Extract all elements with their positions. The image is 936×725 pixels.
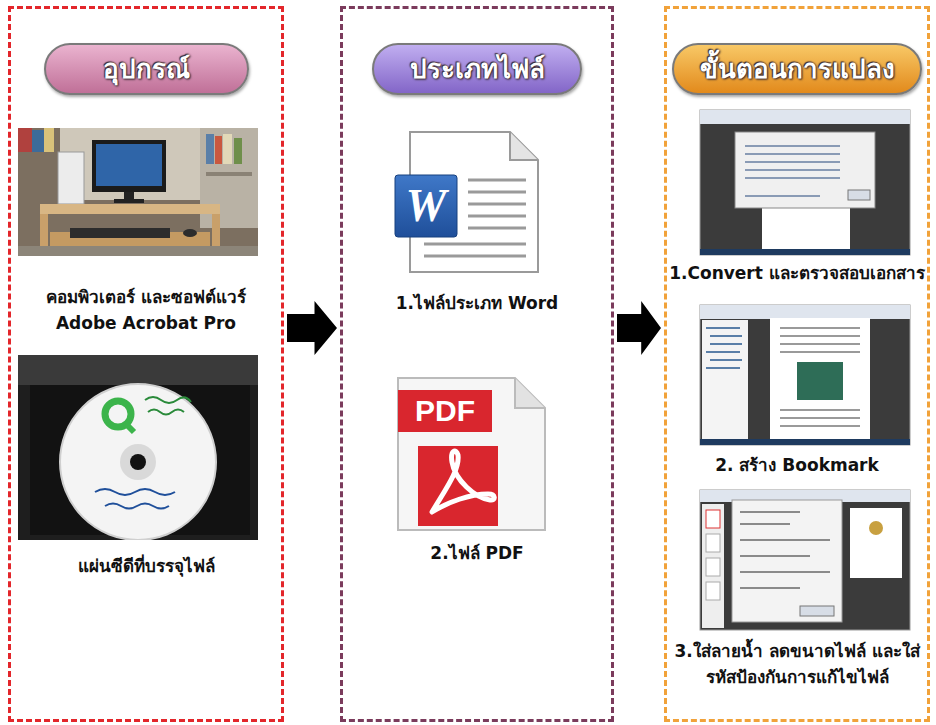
cd-photo [18,355,258,540]
icon-label: PDF [398,390,492,432]
screenshot [700,305,910,445]
heading-text: อุปกรณ์ [103,53,190,86]
heading-pill: ขั้นตอนการแปลง [672,43,922,95]
cd-disc [60,384,216,540]
page-picture [797,362,843,400]
caption-text: 3.ใส่ลายน้ำ ลดขนาดไฟล์ และใส่รหัสป้องกัน… [669,638,925,691]
thumbnail [706,582,720,600]
computer-tower [58,152,84,204]
book [223,134,232,164]
toolbar [700,110,910,124]
book [18,128,32,152]
screen [700,110,910,255]
book [206,134,214,164]
caption-text: 2.ไฟล์ PDF [357,540,597,566]
shelf-board [206,172,252,176]
word-tile [395,175,457,237]
caption-text: แผ่นซีดีที่บรรจุไฟล์ [28,553,264,579]
block-arrow [617,301,661,355]
dialog [735,132,875,208]
column-panel: 1.Convert และตรวจสอบเอกสาร 2. สร้าง Bookm… [664,6,930,722]
cd-logo [126,424,134,432]
dialog [732,500,842,622]
acrobat-symbol [432,451,494,512]
heading-pill: อุปกรณ์ [44,43,249,95]
logo-letter: W [395,178,457,234]
screenshot [700,490,910,630]
page-fold [515,378,545,408]
taskbar [700,249,910,255]
photo-ground [18,355,258,540]
thumbnail [706,510,720,528]
page-seal [869,521,883,535]
screenshot [700,110,910,255]
thumbnail [706,534,720,552]
page [770,318,870,443]
handwriting [148,410,184,415]
acrobat-tile [418,446,498,526]
mouse [183,229,197,237]
page [850,508,902,578]
handwriting [145,397,191,403]
taskbar [700,439,910,445]
book [234,138,242,164]
column-panel: คอมพิวเตอร์ และซอฟต์แวร์ Adobe Acrobat P… [8,6,284,722]
dialog-button [800,606,834,616]
keyboard [70,228,170,238]
caption-text: 2. สร้าง Bookmark [669,452,925,478]
photo-ground [18,128,258,256]
dialog-button [848,190,870,200]
cd-hole [130,454,146,470]
block-arrow [287,301,337,355]
pdf-band [398,390,492,432]
pdf-icon [398,378,545,530]
heading-text: ประเภทไฟล์ [410,53,545,86]
desk-top [40,204,220,214]
book [32,130,44,152]
thumbnail [706,558,720,576]
page-fold [510,132,538,160]
screen [700,490,910,630]
bookmark-panel [702,320,748,440]
cd-hub [120,444,156,480]
drive-face [18,355,258,385]
thumbnail-panel [702,504,724,628]
caption-text: คอมพิวเตอร์ และซอฟต์แวร์ Adobe Acrobat P… [28,284,264,337]
caption-text: 1.ไฟล์ประเภท Word [357,290,597,316]
document-sheet [398,378,545,530]
book [215,136,222,164]
computer-photo [18,128,258,256]
column-panel: 1.ไฟล์ประเภท Word 2.ไฟล์ PDF ประเภทไฟล์ [340,6,614,722]
monitor-base [114,199,144,203]
floor [18,246,258,256]
heading-text: ขั้นตอนการแปลง [700,53,895,86]
toolbar [700,305,910,319]
caption-text: 1.Convert และตรวจสอบเอกสาร [669,260,925,286]
dialog-rows [740,512,830,588]
file-rows [745,146,840,196]
handwriting [95,489,175,495]
handwriting [105,504,169,509]
monitor [92,140,166,192]
page-lines [780,328,860,426]
heading-pill: ประเภทไฟล์ [372,43,582,95]
screen [700,305,910,445]
monitor-stand [124,192,134,200]
monitor-screen [96,144,162,186]
book [44,128,54,152]
word-icon [395,132,538,272]
bookmark-rows [706,328,742,368]
